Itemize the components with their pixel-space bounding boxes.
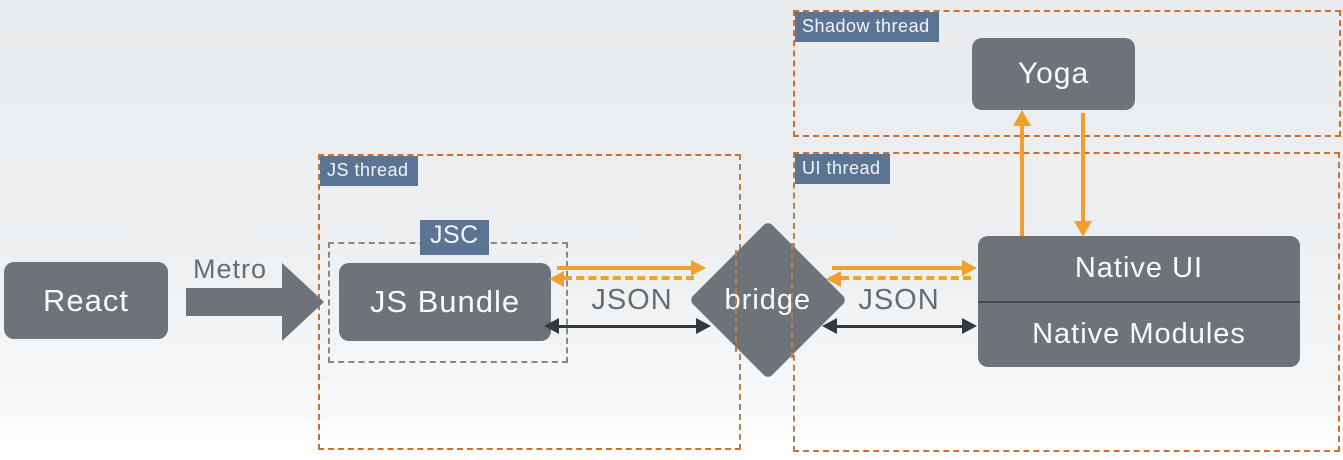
js-to-bridge-orange-arrowhead-icon — [691, 260, 706, 276]
bridge-native-black-arrowhead-right-icon — [962, 318, 977, 334]
native-modules-label: Native Modules — [1032, 318, 1246, 351]
bridge-to-js-dashed-arrowhead-icon — [549, 271, 564, 287]
shadow-thread-badge: Shadow thread — [795, 12, 939, 42]
bridge-to-native-orange-arrowhead-icon — [962, 260, 977, 276]
ui-thread-left-border-over-diamond — [791, 243, 793, 358]
ui-thread-badge: UI thread — [795, 154, 890, 184]
native-ui-label: Native UI — [1074, 251, 1204, 284]
js-bundle-node: JS Bundle — [339, 263, 551, 341]
shadow-thread-box — [793, 10, 1341, 137]
yoga-node-label: Yoga — [1017, 57, 1090, 90]
bridge-node-label: bridge — [724, 283, 812, 316]
native-to-yoga-up-arrowhead-icon — [1013, 110, 1031, 126]
native-node: Native UI Native Modules — [978, 236, 1300, 367]
native-to-bridge-dashed-arrow — [841, 276, 971, 280]
bridge-native-black-arrowhead-left-icon — [822, 318, 837, 334]
react-node: React — [4, 262, 168, 339]
jsc-badge: JSC — [420, 220, 489, 255]
bridge-to-js-dashed-arrow — [564, 276, 694, 280]
js-thread-right-border-over-diamond — [735, 250, 737, 352]
metro-arrow-shaft — [186, 288, 282, 316]
react-node-label: React — [43, 282, 129, 318]
yoga-node: Yoga — [972, 38, 1135, 110]
native-to-yoga-up-arrow — [1020, 124, 1024, 236]
json-label-bridge-native: JSON — [858, 284, 940, 316]
bridge-native-black-arrow — [836, 325, 964, 328]
js-to-bridge-orange-arrow — [557, 266, 693, 270]
yoga-to-native-down-arrowhead-icon — [1074, 221, 1092, 237]
native-modules-row: Native Modules — [978, 303, 1300, 368]
js-bridge-black-arrowhead-left-icon — [544, 318, 559, 334]
native-to-bridge-dashed-arrowhead-icon — [826, 271, 841, 287]
js-thread-badge: JS thread — [320, 156, 418, 186]
bridge-to-native-orange-arrow — [832, 266, 964, 270]
js-bundle-node-label: JS Bundle — [369, 284, 521, 319]
metro-label: Metro — [192, 254, 268, 284]
yoga-to-native-down-arrow — [1081, 113, 1085, 223]
json-label-js-bridge: JSON — [591, 284, 673, 316]
js-bridge-black-arrow — [558, 325, 696, 328]
native-ui-row: Native UI — [978, 236, 1300, 303]
metro-arrow-head-icon — [282, 263, 324, 341]
js-bridge-black-arrowhead-right-icon — [696, 318, 711, 334]
